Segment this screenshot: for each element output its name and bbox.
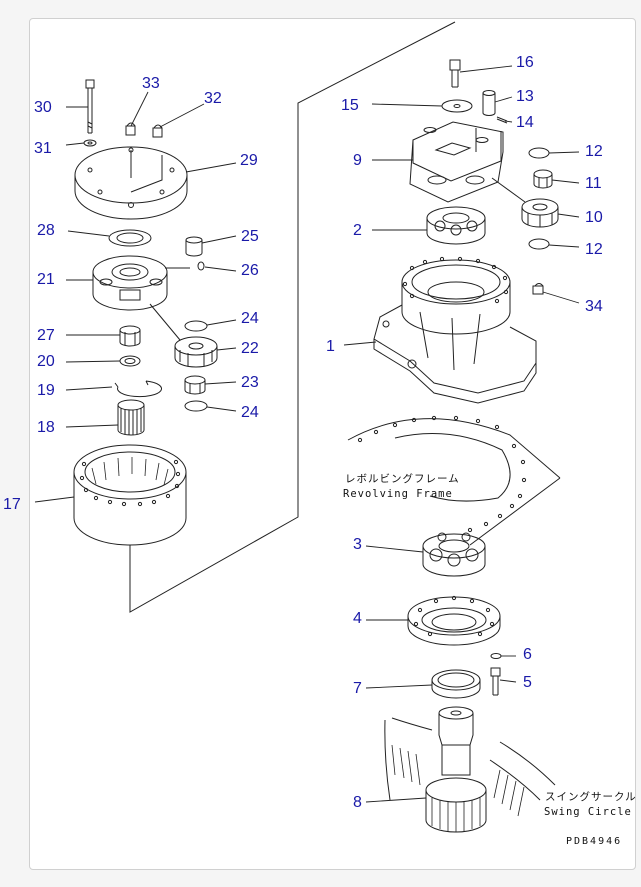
shaft-25 (185, 236, 203, 257)
diagram-frame (29, 18, 636, 870)
grease-fitting-34 (532, 283, 544, 295)
revolving-frame-label-jp: レボルビングフレーム (345, 473, 460, 485)
callout-30[interactable]: 30 (34, 99, 52, 116)
callout-34[interactable]: 34 (585, 298, 603, 315)
callout-33[interactable]: 33 (142, 75, 160, 92)
callout-32[interactable]: 32 (204, 90, 222, 107)
swing-circle-label-en: Swing Circle (544, 806, 632, 818)
snap-ring-19 (114, 380, 162, 398)
callout-13[interactable]: 13 (516, 88, 534, 105)
washer-24a (184, 320, 208, 332)
callout-18[interactable]: 18 (37, 419, 55, 436)
washer-12a (528, 147, 550, 159)
callout-19[interactable]: 19 (37, 382, 55, 399)
bearing-27 (119, 325, 141, 347)
thrust-washer-28 (108, 229, 152, 247)
sun-gear-2 (426, 206, 486, 245)
pin-14 (496, 116, 508, 124)
callout-26[interactable]: 26 (241, 262, 259, 279)
bearing-3 (422, 532, 486, 577)
grease-fitting-32 (152, 124, 163, 138)
callout-24-upper[interactable]: 24 (241, 310, 259, 327)
cover-29 (74, 146, 188, 220)
bolt-16 (449, 59, 461, 88)
washer-24b (184, 400, 208, 412)
callout-9[interactable]: 9 (353, 152, 362, 169)
motor-housing-1 (373, 256, 537, 404)
callout-31[interactable]: 31 (34, 140, 52, 157)
ring-gear-17 (73, 444, 187, 546)
pinion-shaft-8 (425, 706, 487, 833)
callout-16[interactable]: 16 (516, 54, 534, 71)
carrier-9 (409, 121, 504, 203)
callout-21[interactable]: 21 (37, 271, 55, 288)
callout-20[interactable]: 20 (37, 353, 55, 370)
callout-23[interactable]: 23 (241, 374, 259, 391)
bearing-23 (184, 375, 206, 395)
revolving-frame-label-en: Revolving Frame (343, 488, 453, 500)
callout-25[interactable]: 25 (241, 228, 259, 245)
drawing-code: PDB4946 (566, 836, 623, 847)
callout-12-upper[interactable]: 12 (585, 143, 603, 160)
callout-15[interactable]: 15 (341, 97, 359, 114)
washer-31 (83, 139, 97, 147)
callout-14[interactable]: 14 (516, 114, 534, 131)
callout-10[interactable]: 10 (585, 209, 603, 226)
bearing-11 (533, 169, 553, 189)
callout-28[interactable]: 28 (37, 222, 55, 239)
plug-33 (125, 122, 136, 136)
callout-11[interactable]: 11 (585, 175, 602, 192)
shaft-13 (482, 90, 496, 116)
callout-4[interactable]: 4 (353, 610, 362, 627)
assembly-boundary-line (129, 21, 456, 613)
callout-5[interactable]: 5 (523, 674, 532, 691)
callout-8[interactable]: 8 (353, 794, 362, 811)
swing-circle (384, 717, 556, 817)
callout-22[interactable]: 22 (241, 340, 259, 357)
swing-circle-label-jp: スイングサークル (545, 791, 637, 803)
washer-6 (490, 653, 502, 659)
planet-gear-22 (174, 336, 218, 368)
callout-1[interactable]: 1 (326, 338, 335, 355)
seal-7 (431, 669, 481, 699)
callout-27[interactable]: 27 (37, 327, 55, 344)
callout-29[interactable]: 29 (240, 152, 258, 169)
callout-3[interactable]: 3 (353, 536, 362, 553)
thrust-washer-20 (119, 355, 141, 367)
callout-6[interactable]: 6 (523, 646, 532, 663)
planet-gear-10 (521, 198, 559, 228)
callout-7[interactable]: 7 (353, 680, 362, 697)
washer-12b (528, 238, 550, 250)
leader-lines (34, 65, 580, 803)
case-4 (407, 595, 501, 646)
callout-24-lower[interactable]: 24 (241, 404, 259, 421)
sun-gear-18 (117, 399, 145, 436)
bolt-5 (490, 667, 501, 696)
bolt-30 (85, 79, 95, 134)
carrier-21 (92, 255, 190, 311)
callout-2[interactable]: 2 (353, 222, 362, 239)
revolving-frame (347, 415, 561, 546)
callout-17[interactable]: 17 (3, 496, 21, 513)
pin-26 (197, 261, 205, 271)
plate-15 (441, 99, 473, 113)
callout-12-lower[interactable]: 12 (585, 241, 603, 258)
